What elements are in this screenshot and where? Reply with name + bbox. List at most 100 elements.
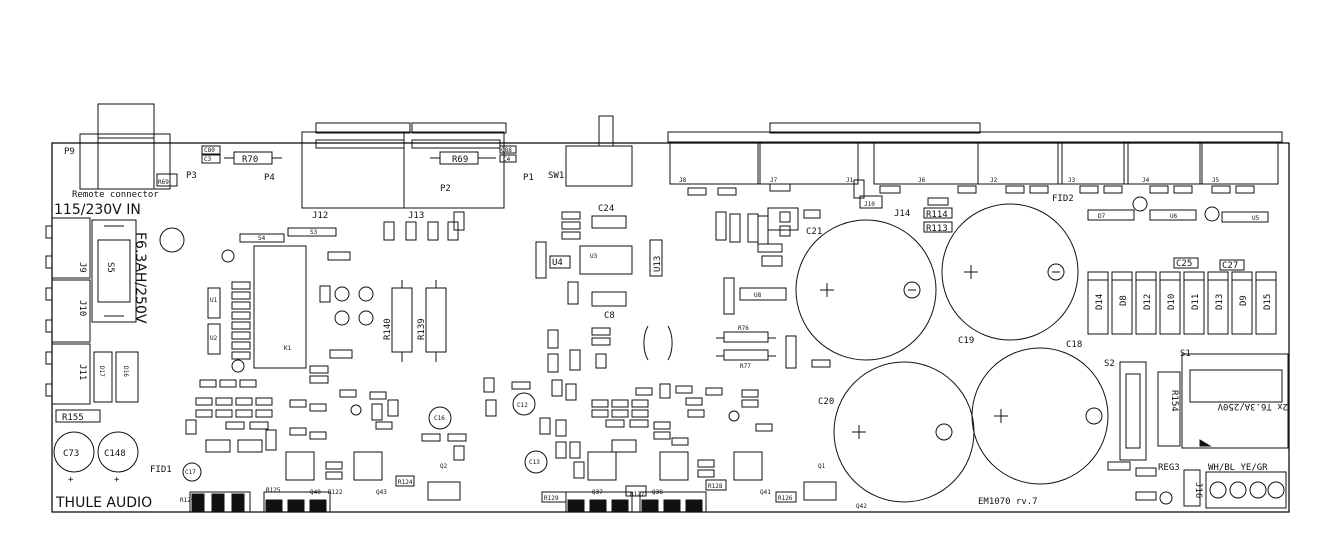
brand-label: THULE AUDIO bbox=[55, 495, 152, 511]
j4-label: J4 bbox=[1142, 177, 1150, 184]
d10-label: D10 bbox=[1167, 294, 1177, 310]
d9-label: D9 bbox=[1239, 295, 1249, 306]
smd-cluster-middle bbox=[483, 377, 773, 479]
c19-label: C19 bbox=[958, 336, 974, 346]
s5-label: S5 bbox=[105, 262, 115, 273]
left-small-parts bbox=[199, 211, 465, 388]
j1-label: J1 bbox=[846, 177, 854, 184]
p1-label: P1 bbox=[523, 173, 534, 183]
mains-terminal-p8 bbox=[1205, 471, 1287, 509]
r127-label: R127 bbox=[630, 491, 645, 498]
reg3-label: REG3 bbox=[1158, 463, 1180, 473]
j7-label: J7 bbox=[770, 177, 778, 184]
d17-label: D17 bbox=[98, 366, 105, 377]
r129-label: R129 bbox=[180, 497, 195, 504]
fid2-label: FID2 bbox=[1052, 194, 1074, 204]
c27-label: C27 bbox=[1222, 261, 1238, 271]
r128-label: R128 bbox=[708, 483, 723, 490]
rail-fuse-label: 2x T6.3A/250V bbox=[1217, 401, 1288, 411]
left-terminals bbox=[45, 217, 91, 405]
p2-label: P2 bbox=[440, 184, 451, 194]
d11-label: D11 bbox=[1191, 294, 1201, 310]
r76-r77 bbox=[715, 207, 831, 369]
output-transistors bbox=[182, 392, 837, 513]
k1-label: K1 bbox=[284, 345, 292, 352]
d15-label: D15 bbox=[1263, 294, 1273, 310]
s3-label: S3 bbox=[310, 229, 318, 236]
r139-label: R139 bbox=[417, 318, 427, 340]
q43-label: Q43 bbox=[376, 489, 387, 496]
d12-label: D12 bbox=[1143, 294, 1153, 310]
u4-label: U4 bbox=[552, 258, 563, 268]
j12-label: J12 bbox=[312, 211, 328, 221]
q1-label: Q1 bbox=[818, 463, 826, 470]
j6-label: J6 bbox=[918, 177, 926, 184]
r122-label: R122 bbox=[328, 489, 343, 496]
r129b-label: R129 bbox=[544, 495, 559, 502]
smd-cluster-left bbox=[185, 389, 467, 480]
u1-label: U1 bbox=[210, 297, 218, 304]
u2-label: U2 bbox=[210, 335, 218, 342]
u6-label: U6 bbox=[1170, 213, 1178, 220]
j2-label: J2 bbox=[990, 177, 998, 184]
c148-label: C148 bbox=[104, 449, 126, 459]
mounting-hole bbox=[159, 227, 185, 253]
j13-housing bbox=[403, 122, 507, 209]
input-voltage-label: 115/230V IN bbox=[54, 202, 141, 218]
j13-label: J13 bbox=[408, 211, 424, 221]
q42-label: Q42 bbox=[856, 503, 867, 510]
board-outline bbox=[51, 142, 1290, 513]
remote-connector-housing bbox=[79, 103, 171, 190]
j12-housing bbox=[301, 122, 411, 209]
rail-fuses bbox=[1119, 353, 1289, 461]
r155-label: R155 bbox=[62, 413, 84, 423]
q41-label: Q41 bbox=[760, 489, 771, 496]
r125-label: R125 bbox=[266, 487, 281, 494]
q37-label: Q37 bbox=[592, 489, 603, 496]
output-connector-row bbox=[667, 122, 1283, 185]
j14-label: J14 bbox=[894, 209, 910, 219]
r69-label: R69 bbox=[452, 155, 468, 165]
c4-label: C4 bbox=[503, 156, 511, 163]
c3-label: C3 bbox=[204, 156, 212, 163]
revision-label: EM1070 rv.7 bbox=[978, 497, 1038, 507]
d13-label: D13 bbox=[1215, 294, 1225, 310]
c12-label: C12 bbox=[517, 402, 528, 409]
d16-label: D16 bbox=[122, 366, 129, 377]
q40-label: Q40 bbox=[310, 489, 321, 496]
r77-label: R77 bbox=[740, 363, 751, 370]
c80-label: C80 bbox=[204, 147, 215, 154]
p9-label: P9 bbox=[64, 147, 75, 157]
c73-label: C73 bbox=[63, 449, 79, 459]
c13-label: C13 bbox=[529, 459, 540, 466]
power-resistors bbox=[391, 280, 447, 362]
j11-label: J11 bbox=[77, 364, 87, 380]
fid1-label: FID1 bbox=[150, 465, 172, 475]
r124-label: R124 bbox=[398, 479, 413, 486]
d14-label: D14 bbox=[1095, 294, 1105, 310]
power-switch bbox=[565, 115, 633, 187]
c17-label: C17 bbox=[185, 469, 196, 476]
u7-label: D7 bbox=[1098, 213, 1106, 220]
j8-label: J8 bbox=[679, 177, 687, 184]
middle-ic-area bbox=[535, 211, 673, 373]
q2-label: Q2 bbox=[440, 463, 448, 470]
q38-label: Q38 bbox=[652, 489, 663, 496]
wire-colors-label: WH/BL YE/GR bbox=[1208, 463, 1268, 473]
c8-label: C8 bbox=[604, 311, 615, 321]
p4-label: P4 bbox=[264, 173, 275, 183]
u3-label: U3 bbox=[590, 253, 598, 260]
r140-label: R140 bbox=[383, 318, 393, 340]
j10-label: J10 bbox=[77, 300, 87, 316]
r11-label: R69 bbox=[158, 179, 169, 186]
j9-label: J9 bbox=[77, 262, 87, 273]
main-fuse-label: F6.3AH/250V bbox=[132, 232, 148, 324]
c20-label: C20 bbox=[818, 397, 834, 407]
fuse-holder-s5 bbox=[91, 219, 137, 323]
smd-cluster-right-top bbox=[757, 179, 865, 245]
r113-label: R113 bbox=[926, 224, 948, 234]
u13-label: U13 bbox=[653, 256, 663, 272]
big-capacitors bbox=[795, 203, 1109, 503]
u5-label: U5 bbox=[1252, 215, 1260, 222]
